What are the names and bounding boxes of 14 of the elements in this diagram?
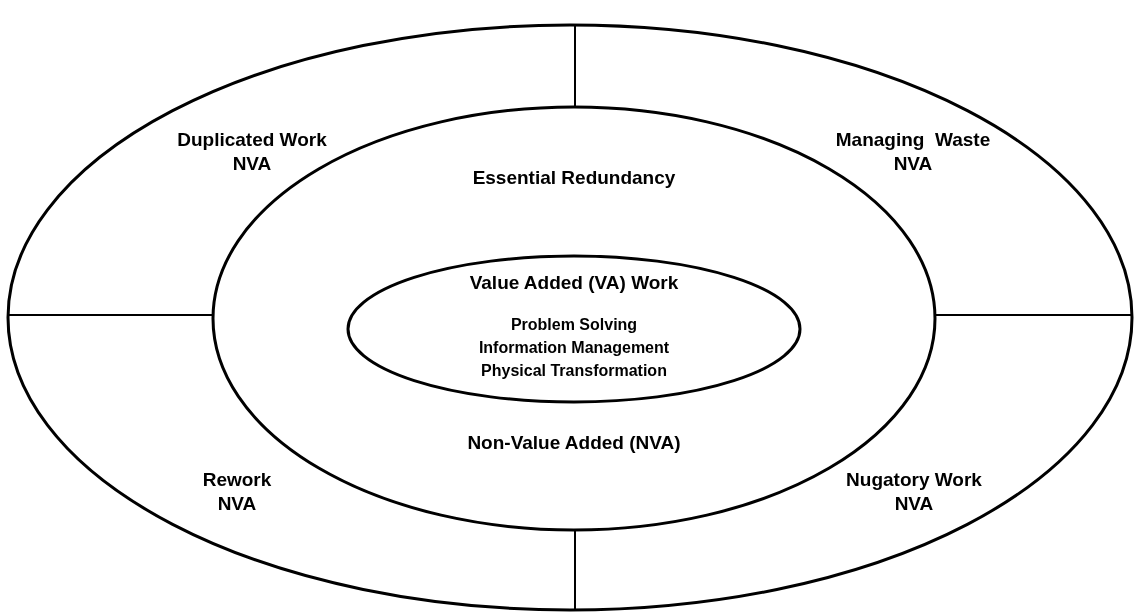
core-title: Value Added (VA) Work bbox=[469, 272, 679, 294]
ring-label: Essential Redundancy bbox=[472, 167, 676, 189]
sector-title: Duplicated Work bbox=[176, 128, 328, 152]
core-item: Information Management bbox=[478, 339, 670, 357]
sector-title: Nugatory Work bbox=[845, 468, 983, 492]
category-tag: NVA bbox=[793, 152, 1033, 176]
sector-title: Managing Waste bbox=[834, 128, 992, 152]
ring-label: Non-Value Added (NVA) bbox=[467, 432, 681, 454]
sector-title: Rework bbox=[201, 468, 273, 492]
category-tag: NVA bbox=[794, 492, 1034, 516]
core-item: Physical Transformation bbox=[481, 362, 667, 380]
category-tag: NVA bbox=[132, 152, 372, 176]
category-tag: NVA bbox=[117, 492, 357, 516]
core-item: Problem Solving bbox=[510, 316, 638, 334]
